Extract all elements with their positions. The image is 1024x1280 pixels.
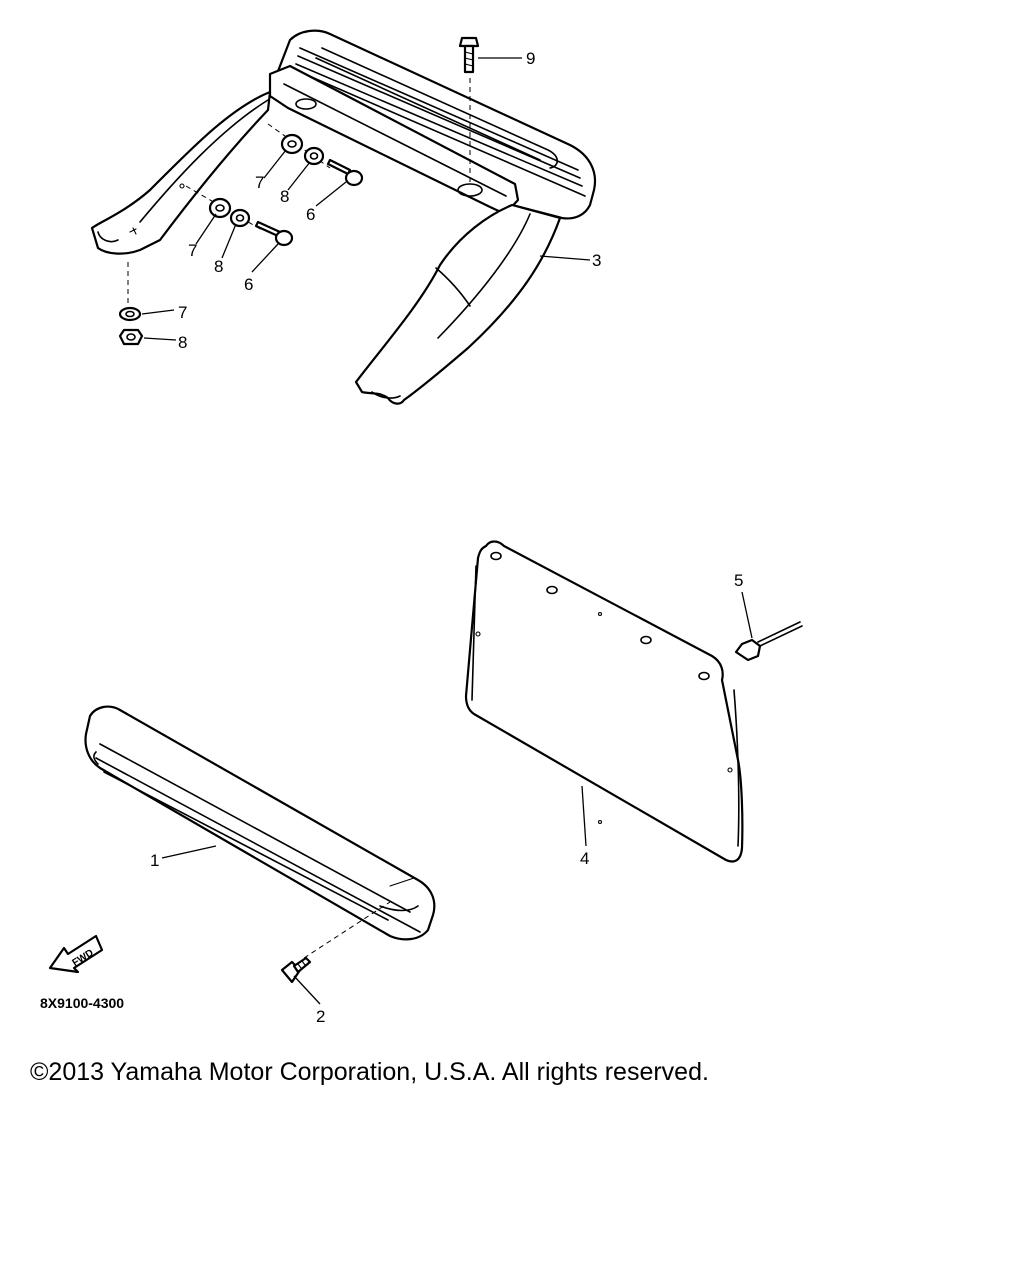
backrest-frame-part-3 <box>90 29 597 405</box>
lock-washer-part-8-lower <box>229 208 251 228</box>
copyright-notice: ©2013 Yamaha Motor Corporation, U.S.A. A… <box>30 1058 709 1086</box>
callout-1: 1 <box>150 851 159 870</box>
rivet-part-5 <box>734 621 803 662</box>
washer-part-7-upper <box>280 133 304 155</box>
callout-4: 4 <box>580 849 589 868</box>
backing-plate-part-4 <box>464 540 744 863</box>
callout-9: 9 <box>526 49 535 68</box>
diagram-code: 8X9100-4300 <box>40 995 124 1011</box>
bolt-part-6-lower <box>254 220 294 247</box>
washer-part-7-lower <box>208 197 232 219</box>
callout-2: 2 <box>316 1007 325 1026</box>
backrest-pad-part-1 <box>84 705 436 941</box>
callout-labels: 9 3 7 8 6 7 8 6 7 8 5 4 1 2 <box>150 49 743 1026</box>
screw-part-2 <box>280 956 312 984</box>
callout-8-lower: 8 <box>214 257 223 276</box>
forward-arrow-icon: FWD <box>48 934 104 974</box>
callout-8-bottom: 8 <box>178 333 187 352</box>
callout-7-lower: 7 <box>188 241 197 260</box>
bolt-part-6-upper <box>326 158 364 187</box>
callout-7-bottom: 7 <box>178 303 187 322</box>
washer-part-7-bottom <box>118 306 142 322</box>
callout-3: 3 <box>592 251 601 270</box>
callout-6-lower: 6 <box>244 275 253 294</box>
lock-washer-part-8-upper <box>303 146 325 166</box>
callout-8-upper: 8 <box>280 187 289 206</box>
bolt-part-9 <box>458 36 480 74</box>
callout-6-upper: 6 <box>306 205 315 224</box>
leader-lines <box>141 57 753 1005</box>
callout-5: 5 <box>734 571 743 590</box>
callout-7-upper: 7 <box>255 173 264 192</box>
nut-part-8-bottom <box>118 328 144 346</box>
